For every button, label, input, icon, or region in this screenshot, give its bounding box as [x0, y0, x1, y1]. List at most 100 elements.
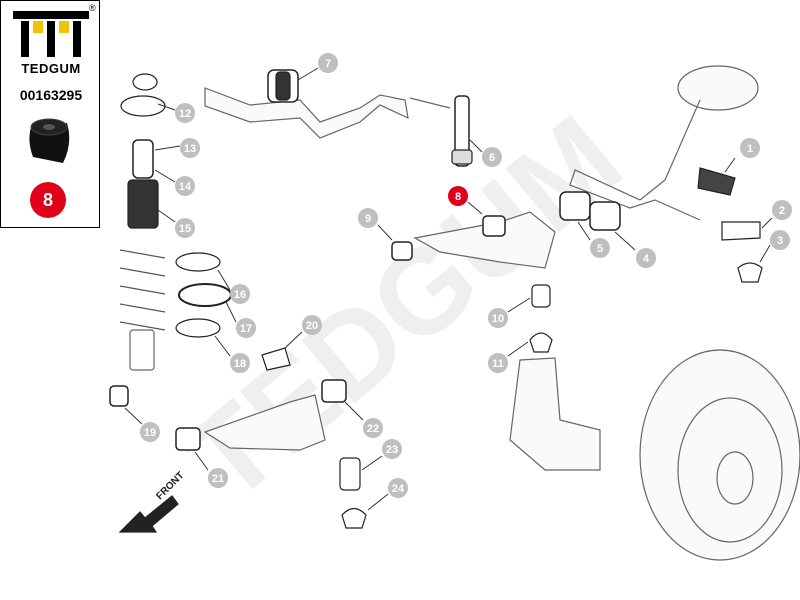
product-panel: ® TEDGUM 00163295 8 — [0, 0, 100, 228]
callout-14[interactable]: 14 — [154, 169, 195, 196]
part-number: 00163295 — [19, 87, 83, 103]
callout-leader-21 — [194, 451, 209, 471]
callout-18[interactable]: 18 — [214, 335, 250, 373]
callout-16[interactable]: 16 — [217, 269, 250, 304]
callout-label-5: 5 — [597, 243, 603, 255]
callout-circle-23 — [382, 439, 402, 459]
callout-leader-23 — [361, 455, 383, 471]
callout-label-22: 22 — [367, 423, 379, 435]
callout-circle-9 — [358, 208, 378, 228]
callout-1[interactable]: 1 — [724, 138, 760, 173]
tedgum-logo — [13, 11, 89, 57]
callout-leader-20 — [284, 331, 303, 349]
callout-circle-10 — [488, 308, 508, 328]
selected-position-badge[interactable]: 8 — [30, 182, 66, 218]
callout-label-6: 6 — [489, 152, 495, 164]
callout-leader-19 — [124, 407, 143, 425]
callout-17[interactable]: 17 — [225, 301, 256, 338]
callout-6[interactable]: 6 — [469, 139, 502, 167]
callout-label-21: 21 — [212, 473, 224, 485]
callout-leader-16 — [217, 269, 231, 291]
callout-circle-8 — [448, 186, 468, 206]
callout-leader-4 — [614, 231, 636, 251]
callout-leader-6 — [469, 139, 483, 153]
callout-label-9: 9 — [365, 213, 371, 225]
callout-circle-16 — [230, 284, 250, 304]
callout-10[interactable]: 10 — [488, 297, 531, 328]
callout-label-7: 7 — [325, 58, 331, 70]
callout-leader-14 — [154, 169, 176, 183]
callout-label-16: 16 — [234, 289, 246, 301]
callout-circle-3 — [770, 230, 790, 250]
callout-21[interactable]: 21 — [194, 451, 228, 488]
callout-label-4: 4 — [643, 253, 650, 265]
callout-circle-19 — [140, 422, 160, 442]
callout-label-15: 15 — [179, 223, 191, 235]
callout-circle-6 — [482, 147, 502, 167]
registered-mark: ® — [89, 3, 96, 13]
callout-9[interactable]: 9 — [358, 208, 393, 241]
callout-4[interactable]: 4 — [614, 231, 656, 268]
bushing-product-image — [29, 118, 70, 163]
callout-2[interactable]: 2 — [761, 200, 792, 229]
callout-circle-7 — [318, 53, 338, 73]
callout-3[interactable]: 3 — [759, 230, 790, 263]
callout-label-8: 8 — [455, 191, 461, 203]
callout-7[interactable]: 7 — [297, 53, 338, 81]
callout-circle-20 — [302, 315, 322, 335]
callout-circle-22 — [363, 418, 383, 438]
callout-leader-7 — [297, 67, 319, 81]
callout-leader-3 — [759, 244, 771, 263]
callout-leader-15 — [157, 209, 176, 223]
callout-label-2: 2 — [779, 205, 785, 217]
callout-circle-4 — [636, 248, 656, 268]
callout-leader-9 — [377, 224, 393, 241]
callout-label-3: 3 — [777, 235, 783, 247]
callout-circle-14 — [175, 176, 195, 196]
callout-8[interactable]: 8 — [448, 186, 483, 215]
callout-label-12: 12 — [179, 108, 191, 120]
callout-label-13: 13 — [184, 143, 196, 155]
callout-leader-22 — [344, 401, 364, 421]
brand-name: TEDGUM — [21, 61, 81, 76]
callout-label-1: 1 — [747, 143, 753, 155]
callout-leader-18 — [214, 335, 231, 357]
callout-24[interactable]: 24 — [367, 478, 408, 511]
callout-label-24: 24 — [392, 483, 405, 495]
callout-leader-13 — [154, 145, 181, 151]
callout-leader-11 — [507, 341, 529, 357]
callout-leader-1 — [724, 157, 736, 173]
callout-12[interactable]: 12 — [157, 103, 195, 123]
callout-leader-12 — [157, 103, 176, 111]
callout-circle-11 — [488, 353, 508, 373]
callout-5[interactable]: 5 — [577, 221, 610, 258]
callout-label-18: 18 — [234, 358, 246, 370]
callout-19[interactable]: 19 — [124, 407, 160, 442]
callout-leader-10 — [507, 297, 531, 313]
callout-22[interactable]: 22 — [344, 401, 383, 438]
callout-circle-24 — [388, 478, 408, 498]
callout-circle-12 — [175, 103, 195, 123]
callout-label-20: 20 — [306, 320, 318, 332]
parts-drawings — [109, 65, 800, 561]
callout-20[interactable]: 20 — [284, 315, 322, 349]
callout-circle-15 — [175, 218, 195, 238]
callout-leader-2 — [761, 217, 773, 229]
callout-label-11: 11 — [492, 358, 504, 370]
callout-leader-5 — [577, 221, 591, 241]
callout-circle-1 — [740, 138, 760, 158]
callout-leader-8 — [467, 201, 483, 215]
callout-leader-17 — [225, 301, 237, 323]
callout-15[interactable]: 15 — [157, 209, 195, 238]
callout-23[interactable]: 23 — [361, 439, 402, 471]
callout-13[interactable]: 13 — [154, 138, 200, 158]
callout-circle-17 — [236, 318, 256, 338]
callout-circle-18 — [230, 353, 250, 373]
callout-leader-24 — [367, 493, 389, 511]
callout-11[interactable]: 11 — [488, 341, 529, 373]
callout-circle-21 — [208, 468, 228, 488]
callout-circle-13 — [180, 138, 200, 158]
callout-circle-2 — [772, 200, 792, 220]
